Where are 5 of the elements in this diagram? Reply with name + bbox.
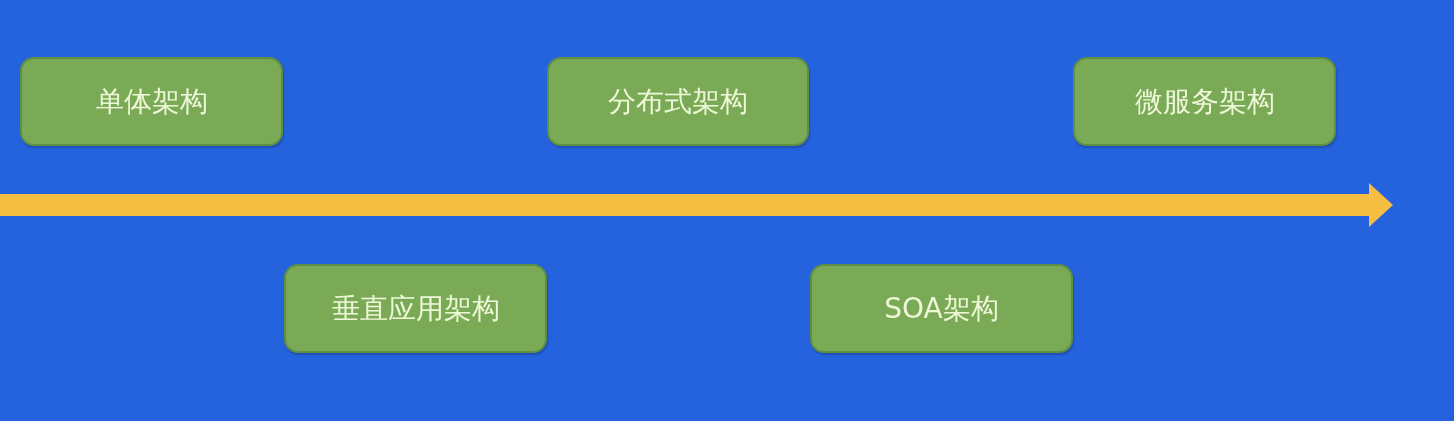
stage-box: 微服务架构 — [1073, 57, 1336, 146]
stage-box: SOA架构 — [810, 264, 1073, 353]
stage-box: 分布式架构 — [547, 57, 809, 146]
stage-box: 单体架构 — [20, 57, 283, 146]
stage-box: 垂直应用架构 — [284, 264, 547, 353]
